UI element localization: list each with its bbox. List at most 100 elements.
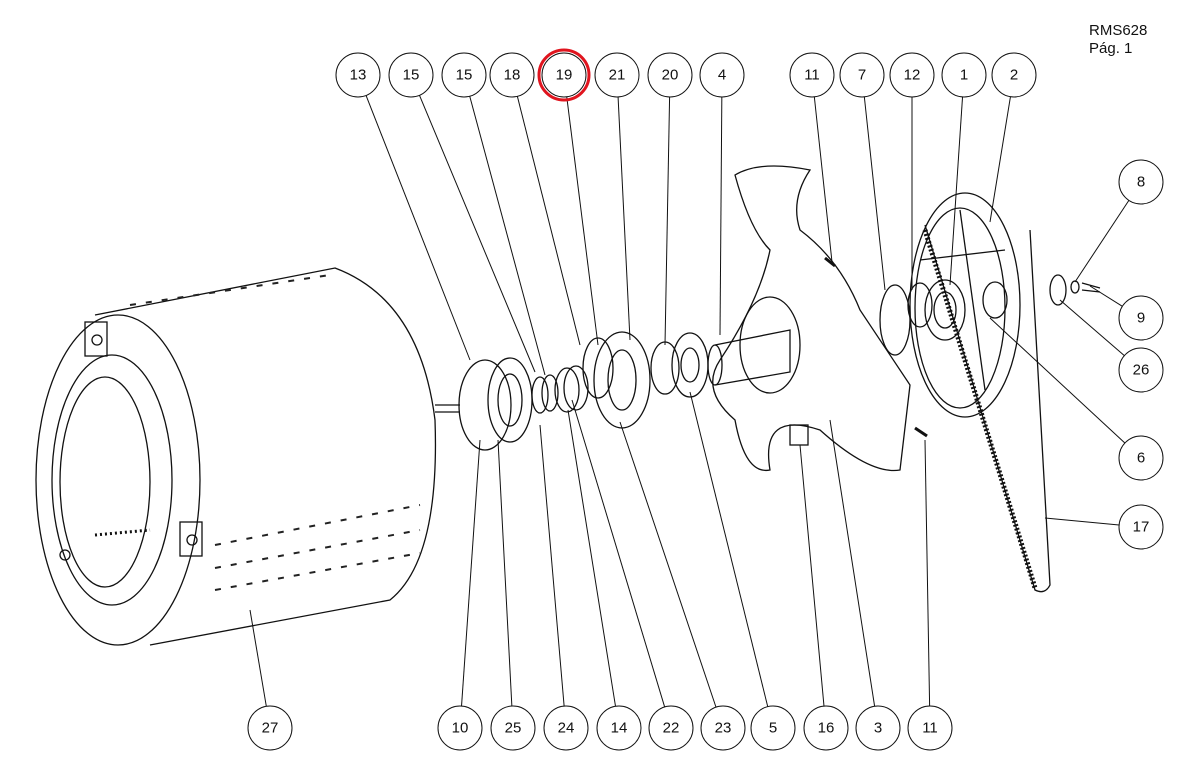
callout-circle <box>991 52 1037 98</box>
callout-circle <box>839 52 885 98</box>
callout-label: 18 <box>504 67 521 84</box>
callout-circle <box>437 705 483 751</box>
callout-label: 21 <box>609 67 626 84</box>
leader-line-25 <box>497 439 513 707</box>
callout-9: 9 <box>1118 295 1164 341</box>
callout-circle <box>388 52 434 98</box>
callout-5: 5 <box>750 705 796 751</box>
callout-label: 1 <box>960 67 968 84</box>
callout-label: 15 <box>403 67 420 84</box>
callout-label: 23 <box>715 720 732 737</box>
seal-part-15 <box>531 376 549 414</box>
callout-label: 24 <box>558 720 575 737</box>
callout-11: 11 <box>907 705 953 751</box>
spider-part-3 <box>707 165 928 472</box>
leader-line-11 <box>924 439 931 707</box>
callout-label: 6 <box>1137 450 1145 467</box>
pulley-part-2 <box>909 192 1021 418</box>
callout-6: 6 <box>1118 435 1164 481</box>
gasket-part-13 <box>458 359 512 451</box>
callout-label: 13 <box>350 67 367 84</box>
callout-label: 22 <box>663 720 680 737</box>
document-code: RMS628 <box>1089 22 1148 39</box>
callout-circle <box>700 705 746 751</box>
callout-circle <box>1118 435 1164 481</box>
highlight-circle <box>537 48 591 102</box>
callout-circle <box>247 705 293 751</box>
leader-line-27 <box>249 609 267 707</box>
callout-3: 3 <box>855 705 901 751</box>
leader-line-15 <box>419 95 536 373</box>
callout-circle <box>750 705 796 751</box>
callout-circle <box>335 52 381 98</box>
leader-line-26 <box>1059 299 1125 356</box>
leader-line-18 <box>516 96 581 346</box>
callout-22: 22 <box>648 705 694 751</box>
callout-label: 25 <box>505 720 522 737</box>
callout-circle <box>490 705 536 751</box>
belt-part-17 <box>922 224 1051 593</box>
callout-circle <box>441 52 487 98</box>
callout-circle <box>907 705 953 751</box>
bearing-part-5 <box>671 332 709 398</box>
callout-label: 3 <box>874 720 882 737</box>
callout-label: 5 <box>769 720 777 737</box>
callout-label: 11 <box>922 720 938 737</box>
callout-23: 23 <box>700 705 746 751</box>
callout-label: 27 <box>262 720 279 737</box>
leader-line-1 <box>949 96 964 286</box>
leader-line-7 <box>863 96 886 291</box>
leader-line-16 <box>799 444 825 707</box>
bearing-part-19 <box>582 337 614 399</box>
callout-label: 7 <box>858 67 866 84</box>
callout-21: 21 <box>594 52 640 98</box>
callout-circle <box>648 705 694 751</box>
callout-circle <box>699 52 745 98</box>
bearing-part-20 <box>650 341 680 395</box>
leader-line-19 <box>566 96 599 346</box>
leader-line-6 <box>989 317 1126 444</box>
leader-line-22 <box>571 399 666 708</box>
callout-circle <box>1118 159 1164 205</box>
bushing-part-6 <box>982 281 1008 319</box>
callout-10: 10 <box>437 705 483 751</box>
callout-label: 4 <box>718 67 726 84</box>
bolt-part-9 <box>1081 282 1101 293</box>
leader-line-17 <box>1044 517 1120 526</box>
flange-part-23 <box>593 331 651 429</box>
callout-circle <box>789 52 835 98</box>
callout-circle <box>941 52 987 98</box>
document-reference: RMS628 Pág. 1 <box>1089 22 1147 58</box>
leader-line-2 <box>989 96 1011 223</box>
seal-part-14 <box>554 367 580 413</box>
callout-circle <box>543 705 589 751</box>
callout-19: 19 <box>537 48 591 102</box>
callout-label: 2 <box>1010 67 1018 84</box>
callout-label: 16 <box>818 720 835 737</box>
callout-12: 12 <box>889 52 935 98</box>
callout-label: 14 <box>611 720 628 737</box>
leader-line-15 <box>469 96 546 376</box>
leader-line-14 <box>567 409 617 707</box>
callout-circle <box>1118 504 1164 550</box>
callout-circle <box>541 52 587 98</box>
snap-ring-part-7 <box>879 284 911 356</box>
callout-label: 11 <box>804 67 820 84</box>
leader-line-9 <box>1089 285 1123 307</box>
callout-26: 26 <box>1118 347 1164 393</box>
washer-part-26 <box>1049 274 1067 306</box>
callout-circle <box>855 705 901 751</box>
callout-4: 4 <box>699 52 745 98</box>
callout-15: 15 <box>441 52 487 98</box>
callout-label: 15 <box>456 67 473 84</box>
callout-25: 25 <box>490 705 536 751</box>
callout-18: 18 <box>489 52 535 98</box>
callout-label: 17 <box>1133 519 1150 536</box>
callout-circle <box>647 52 693 98</box>
callout-17: 17 <box>1118 504 1164 550</box>
callout-20: 20 <box>647 52 693 98</box>
callout-label: 12 <box>904 67 921 84</box>
page-number: Pág. 1 <box>1089 40 1133 57</box>
leader-line-4 <box>719 96 723 336</box>
